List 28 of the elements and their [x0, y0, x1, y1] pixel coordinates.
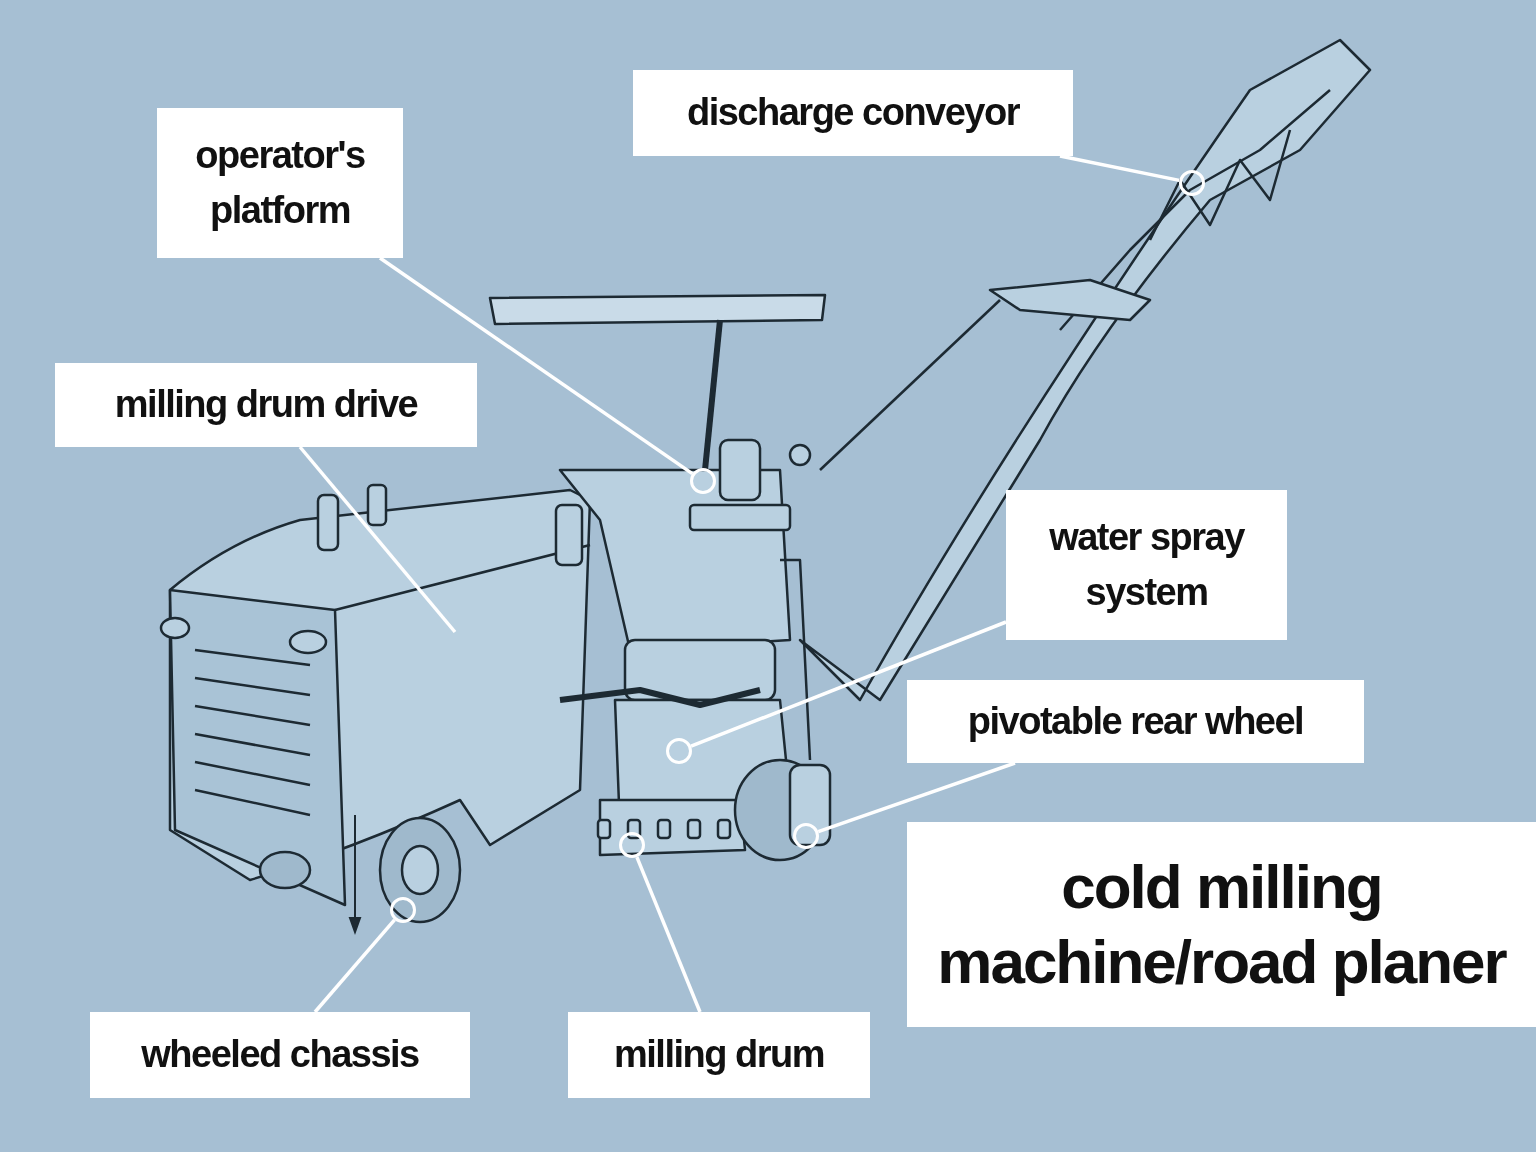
label-box [90, 1012, 470, 1098]
target-circle [793, 823, 819, 849]
label-box [568, 1012, 870, 1098]
target-circle [690, 468, 716, 494]
leader-line [379, 256, 694, 476]
label-box [157, 108, 403, 258]
leader-line [1059, 154, 1180, 183]
part-label: wheeled chassis [141, 1032, 419, 1078]
target-circle [390, 897, 416, 923]
part-label: water spray system [1048, 514, 1246, 615]
leader-line [690, 620, 1007, 748]
label-box [633, 70, 1073, 156]
target-circle [619, 832, 645, 858]
label-box [55, 363, 477, 447]
label-box [1006, 490, 1287, 640]
target-circle [666, 738, 692, 764]
leader-line [817, 761, 1016, 834]
diagram-title: cold milling machine/road planer [936, 851, 1508, 998]
part-label: pivotable rear wheel [967, 698, 1304, 744]
part-label: milling drum drive [114, 382, 418, 428]
part-label: milling drum [614, 1032, 824, 1078]
part-label: operator's platform [194, 132, 366, 233]
label-box [907, 680, 1364, 763]
leader-line [635, 856, 702, 1013]
part-label: discharge conveyor [686, 90, 1019, 136]
leader-line [313, 918, 396, 1014]
leader-line [298, 445, 457, 634]
target-circle [1179, 170, 1205, 196]
